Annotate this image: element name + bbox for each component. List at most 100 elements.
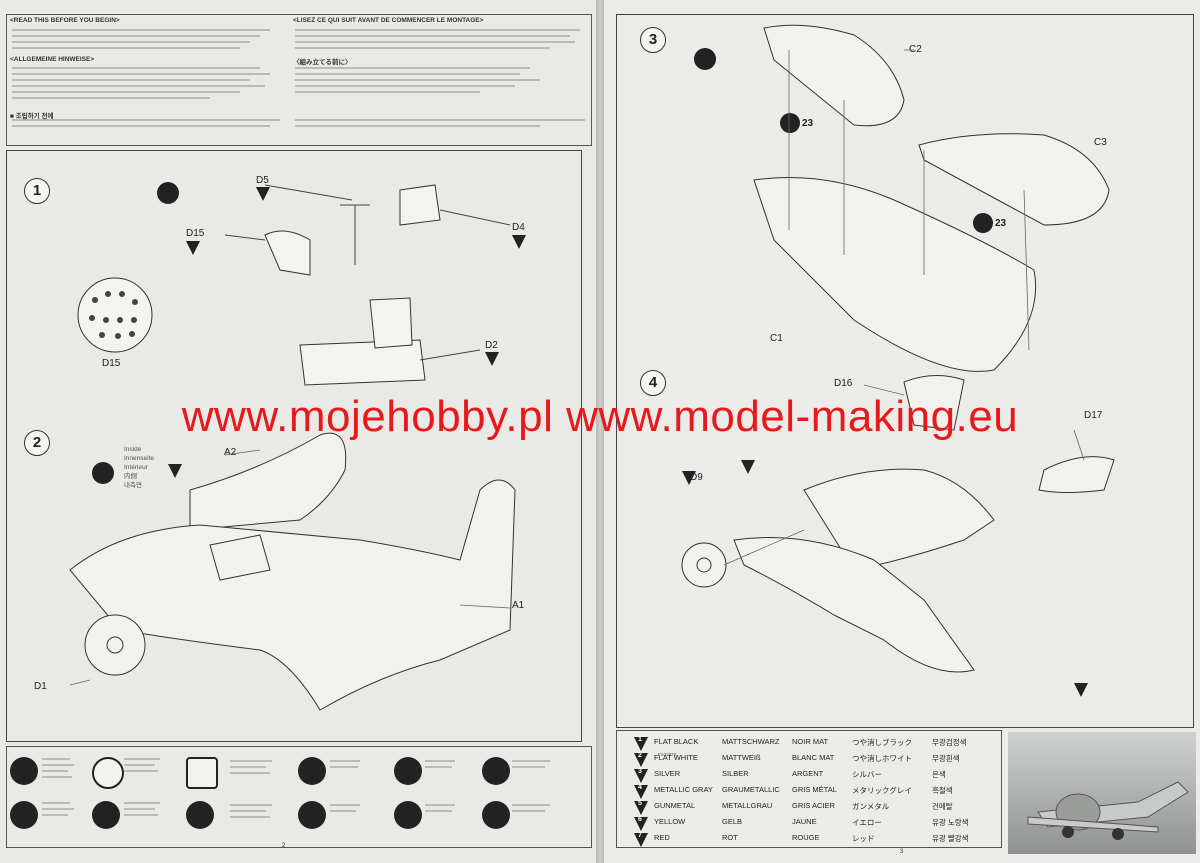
color-code-d9-b [741, 460, 755, 474]
color-code-a2 [168, 464, 182, 478]
de-header: <ALLGEMEINE HINWEISE> [10, 56, 95, 63]
option-symbol-icon [186, 801, 214, 829]
color-name-fr: GRIS ACIER [792, 801, 835, 810]
number-symbol-icon [482, 801, 510, 829]
legend-text-lines [42, 758, 550, 818]
color-name-en: RED [654, 833, 670, 842]
flat-white-fs-code: FS37875 [658, 752, 677, 757]
color-number-badge [634, 753, 648, 767]
color-number: 4 [638, 784, 642, 791]
right-page: 3 C2 C3 C1 23 23 4 D16 D17 D9 [604, 0, 1200, 863]
color-name-de: ROT [722, 833, 738, 842]
color-number: 7 [638, 832, 642, 839]
color-code-d2 [485, 352, 499, 366]
color-number: 2 [638, 752, 642, 759]
color-name-en: GUNMETAL [654, 801, 696, 810]
step-3-illustration [753, 24, 1110, 372]
color-name-de: GRAUMETALLIC [722, 785, 780, 794]
diagram-box-right [616, 14, 1194, 728]
color-name-fr: GRIS MÉTAL [792, 785, 837, 794]
part-d17: D17 [1084, 410, 1103, 421]
glue-icon [157, 182, 179, 204]
color-number-badge [634, 833, 648, 847]
symbol-legend-box [6, 746, 592, 848]
color-name-fr: BLANC MAT [792, 753, 835, 762]
inside-label-en: Inside [124, 446, 142, 453]
color-number-badge [634, 785, 648, 799]
part-d16: D16 [834, 378, 853, 389]
color-name-en: SILVER [654, 769, 681, 778]
color-name-jp: イエロー [852, 818, 882, 827]
step-3-badge: 3 [640, 27, 666, 53]
left-page: <READ THIS BEFORE YOU BEGIN> <LISEZ CE Q… [0, 0, 596, 863]
part-c2: C2 [909, 44, 922, 55]
repeat-symbol-icon [186, 757, 218, 789]
color-number: 1 [638, 736, 642, 743]
careful-symbol-icon [394, 801, 422, 829]
color-code-q1: 23 [802, 118, 814, 129]
part-d4: D4 [512, 222, 525, 233]
color-name-en: FLAT WHITE [654, 753, 698, 762]
color-number: 5 [638, 800, 642, 807]
paint-color-table [616, 730, 1002, 848]
jp-header: 〈組み立てる前に〉 [293, 59, 352, 66]
page-number-left: 2 [282, 843, 286, 849]
color-name-kr: 흑철색 [932, 786, 953, 795]
color-name-jp: ガンメタル [852, 802, 890, 811]
color-code-wing [1074, 683, 1088, 697]
color-name-fr: JAUNE [792, 817, 817, 826]
cut-symbol-icon [10, 801, 38, 829]
color-name-kr: 유광 빨강색 [932, 834, 969, 843]
color-name-de: GELB [722, 817, 743, 826]
step-2-badge: 2 [24, 430, 50, 456]
part-d15: D15 [186, 228, 205, 239]
inside-label-kr: 내측면 [124, 482, 142, 489]
color-name-kr: 무광검정색 [932, 738, 967, 747]
part-a1: A1 [512, 600, 525, 611]
kr-header: ■ 조립하기 전에 [10, 113, 54, 120]
question-icon [973, 213, 993, 233]
no-glue-symbol-icon [92, 757, 124, 789]
book-gutter [596, 0, 604, 863]
step-4-badge: 4 [640, 370, 666, 396]
color-number: 3 [638, 768, 642, 775]
part-d1: D1 [34, 681, 47, 692]
color-name-fr: ROUGE [792, 833, 820, 842]
paint-symbol-icon [298, 801, 326, 829]
color-code-d15 [186, 241, 200, 255]
color-name-kr: 건메탈 [932, 802, 953, 811]
color-code-d4 [512, 235, 526, 249]
color-code-d9 [682, 471, 696, 485]
part-d2: D2 [485, 340, 498, 351]
model-photo [1008, 732, 1196, 854]
inside-label-jp: 内側 [124, 473, 137, 480]
color-name-jp: メタリックグレイ [852, 786, 912, 795]
instructions-box [6, 14, 592, 146]
diagram-box [6, 150, 582, 742]
airplane-photo-icon [1027, 781, 1189, 840]
color-name-fr: ARGENT [792, 769, 824, 778]
glue-symbol-icon [10, 757, 38, 785]
color-number: 6 [638, 816, 642, 823]
inside-label-de: Innenseite [124, 455, 154, 462]
color-number-badge [634, 817, 648, 831]
step-1-badge: 1 [24, 178, 50, 204]
color-name-jp: つや消しブラック [852, 738, 912, 747]
part-d5: D5 [256, 175, 269, 186]
color-name-de: MATTSCHWARZ [722, 737, 780, 746]
weight-symbol-icon [394, 757, 422, 785]
glue-icon [92, 462, 114, 484]
glue-icon [694, 48, 716, 70]
step-4-illustration [681, 375, 1115, 673]
part-c1: C1 [770, 333, 783, 344]
en-header: <READ THIS BEFORE YOU BEGIN> [10, 17, 120, 24]
instruction-text-lines [12, 29, 585, 127]
color-name-fr: NOIR MAT [792, 737, 829, 746]
step-2-illustration [69, 432, 516, 711]
color-name-de: METALLGRAU [722, 801, 773, 810]
inside-label-fr: Intérieur [124, 464, 148, 471]
color-name-kr: 유광 노랑색 [932, 818, 969, 827]
color-number-badge [634, 769, 648, 783]
color-name-jp: シルバー [852, 770, 882, 779]
part-d9: D9 [690, 472, 703, 483]
